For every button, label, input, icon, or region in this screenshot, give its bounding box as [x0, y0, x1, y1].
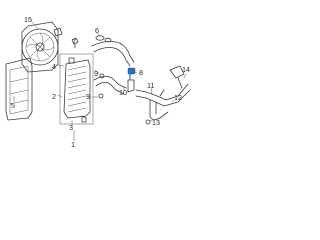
callout-13: 13 — [152, 118, 160, 127]
callout-3: 3 — [69, 123, 73, 132]
callout-labels: 15 5 7 4 2 3 1 6 9 9 10 8 11 12 13 14 — [11, 15, 190, 147]
radiator-support-frame — [5, 57, 33, 121]
callout-14: 14 — [182, 65, 190, 74]
cooling-system-diagram: 15 5 7 4 2 3 1 6 9 9 10 8 11 12 13 14 — [5, 15, 191, 147]
callout-8: 8 — [139, 68, 143, 77]
leader-lines — [13, 21, 187, 141]
callout-12: 12 — [174, 93, 182, 102]
callout-11: 11 — [147, 81, 154, 90]
coolant-pipe — [135, 65, 191, 125]
callout-4: 4 — [52, 62, 56, 71]
callout-7: 7 — [72, 37, 76, 46]
highlighted-part — [127, 67, 136, 75]
callout-9b: 9 — [86, 92, 90, 101]
callout-1: 1 — [71, 140, 75, 147]
callout-9: 9 — [94, 69, 98, 78]
bolt-7 — [71, 37, 79, 49]
callout-10: 10 — [119, 88, 127, 97]
callout-6: 6 — [95, 26, 99, 35]
callout-2: 2 — [52, 92, 56, 101]
fan-shroud-assembly — [21, 21, 63, 73]
callout-5: 5 — [11, 101, 15, 110]
thermostat-housing — [127, 67, 136, 93]
lower-hose-assembly — [93, 73, 127, 99]
radiator — [59, 53, 94, 125]
callout-15: 15 — [24, 15, 32, 24]
upper-hose — [91, 35, 135, 67]
